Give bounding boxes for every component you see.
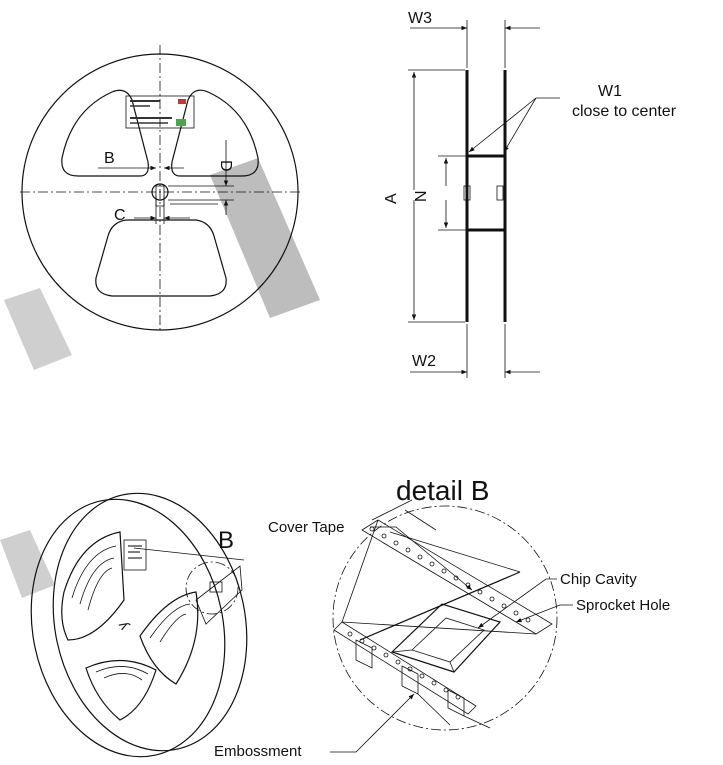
reel-hub xyxy=(151,183,169,201)
watermark xyxy=(0,158,320,598)
callout-sprocket-hole: Sprocket Hole xyxy=(576,597,670,614)
detail-b-title: detail B xyxy=(396,475,489,506)
dimension-label-c: C xyxy=(114,207,126,224)
dimension-label-d: D xyxy=(217,160,234,172)
reel-label-sticker xyxy=(125,95,195,129)
dimension-label-n: N xyxy=(413,190,430,202)
callout-chip-cavity: Chip Cavity xyxy=(560,571,637,588)
svg-text:ʎ: ʎ xyxy=(116,618,133,632)
dimension-label-a: A xyxy=(383,193,400,204)
detail-b-view: detail B xyxy=(214,475,670,760)
reel-side-view: W3 W1 close to center A N W2 xyxy=(383,10,677,378)
dimension-label-w1: W1 xyxy=(598,83,622,100)
reel-window-bottom xyxy=(95,219,227,297)
reel-window-left xyxy=(61,89,149,177)
detail-b-callout-circle xyxy=(185,561,239,615)
reel-window-right xyxy=(171,89,259,177)
callout-cover-tape: Cover Tape xyxy=(268,519,344,536)
dimension-label-w3: W3 xyxy=(408,10,432,27)
dimension-label-b: B xyxy=(104,150,115,167)
detail-b-circle xyxy=(332,505,558,731)
callout-embossment: Embossment xyxy=(214,743,302,760)
reel-isometric-view: ʎ B xyxy=(30,492,248,758)
detail-marker-b: B xyxy=(218,527,234,554)
reel-front-view: B C D xyxy=(20,45,300,331)
dimension-label-w1-note: close to center xyxy=(572,103,677,120)
dimension-label-w2: W2 xyxy=(412,353,436,370)
